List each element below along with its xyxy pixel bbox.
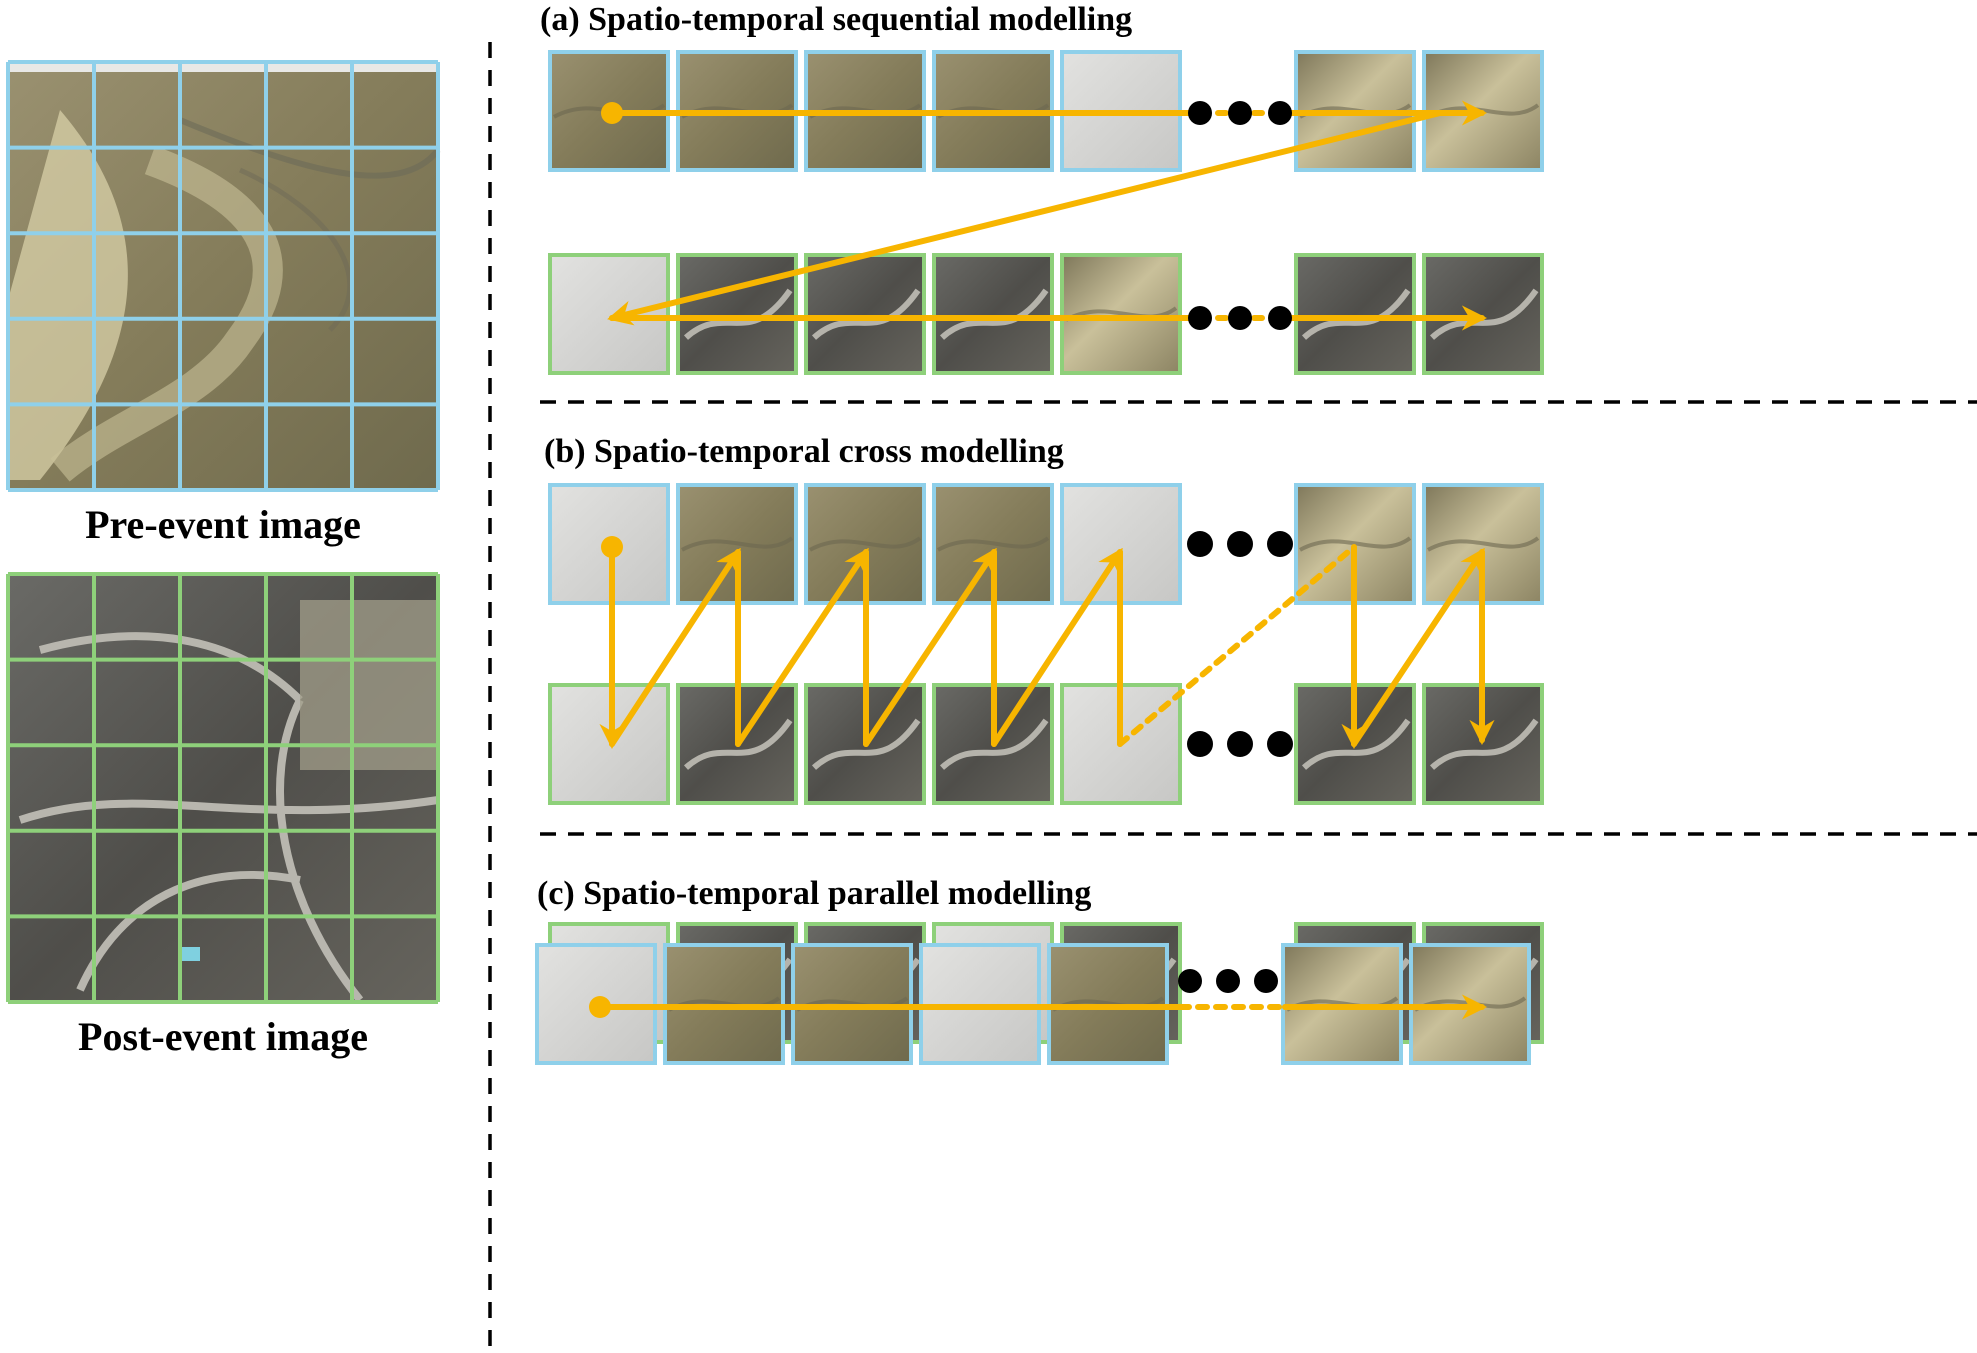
post-patch [676,253,798,375]
flow-dotted-link [1117,544,1357,747]
ellipsis-dot [1254,969,1278,993]
post-patch [1422,253,1544,375]
ellipsis-dot [1188,101,1212,125]
ellipsis-dot [1228,101,1252,125]
flow-arrow [991,547,1123,747]
post-patch [932,253,1054,375]
post-event-label: Post-event image [78,1014,368,1059]
pre-event-label: Pre-event image [85,502,361,547]
section-b-patches [548,483,1544,805]
ellipsis-dot [1227,531,1253,557]
post-patch [804,253,926,375]
section-a-title: (a) Spatio-temporal sequential modelling [540,1,1132,38]
ellipsis-dot [1216,969,1240,993]
section-c-flow [589,994,1488,1020]
ellipsis-dot [1228,306,1252,330]
section-c-ellipsis [1178,969,1278,993]
ellipsis-dot [1268,306,1292,330]
ellipsis-dot [1227,731,1253,757]
post-event-patch-grid [6,572,440,1004]
ellipsis-dot [1187,531,1213,557]
flow-arrow [735,547,869,747]
post-patch [1060,253,1182,375]
flow-arrow [609,547,741,747]
ellipsis-dot [1178,969,1202,993]
section-b-ellipsis [1187,531,1293,757]
section-b-flow [599,536,1495,750]
section-c-patches [535,922,1544,1065]
section-a-ellipsis [1188,101,1292,330]
post-event-image [6,572,440,1004]
flow-arrow [1351,547,1485,747]
ellipsis-dot [1188,306,1212,330]
flow-arrow [863,547,997,747]
pre-event-patch-grid [6,60,440,492]
section-c-title: (c) Spatio-temporal parallel modelling [537,875,1091,912]
post-patch [548,253,670,375]
flow-return-arrow [607,110,1443,326]
ellipsis-dot [1268,101,1292,125]
post-patch [1294,253,1416,375]
ellipsis-dot [1267,731,1293,757]
pre-event-image [6,60,441,492]
section-b-title: (b) Spatio-temporal cross modelling [544,433,1064,470]
ellipsis-dot [1267,531,1293,557]
ellipsis-dot [1187,731,1213,757]
